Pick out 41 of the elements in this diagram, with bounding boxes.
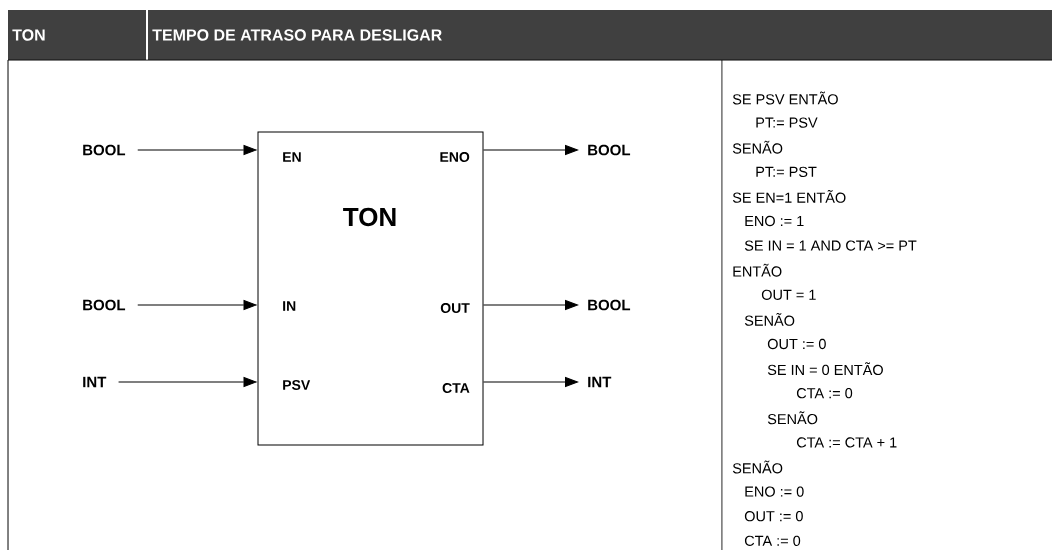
code-line: OUT := 0 <box>767 338 826 350</box>
code-line: SE IN = 0 ENTÃO <box>767 362 883 376</box>
pin-label: PSV <box>283 380 311 390</box>
pin-label: ENO <box>440 152 470 162</box>
code-line: SE EN=1 ENTÃO <box>732 189 846 203</box>
header-text: TEMPO DE ATRASO PARA DESLIGAR <box>152 29 442 41</box>
code-line: ENTÃO <box>733 263 782 277</box>
code-line: SE IN = 1 AND CTA >= PT <box>744 240 917 251</box>
header-text: TON <box>12 29 45 41</box>
code-line: SENÃO <box>767 411 818 425</box>
code-line: CTA := CTA + 1 <box>796 437 897 448</box>
pin-label: EN <box>283 152 301 162</box>
type-label: INT <box>588 376 612 388</box>
code-line: PT:= PSV <box>756 117 818 128</box>
code-line: SENÃO <box>732 460 783 474</box>
arrow <box>137 145 257 155</box>
code-line: CTA := 0 <box>744 535 801 546</box>
code-line: PT:= PST <box>756 166 817 177</box>
arrow <box>483 377 578 387</box>
arrow <box>483 145 578 155</box>
code-line: ENO := 0 <box>745 486 804 497</box>
pin-label: IN <box>283 301 296 311</box>
type-label: BOOL <box>588 299 631 311</box>
type-label: INT <box>83 376 107 388</box>
pin-label: OUT <box>440 303 470 313</box>
arrow <box>137 300 257 310</box>
code-line: CTA := 0 <box>796 388 853 399</box>
code-line: SENÃO <box>744 312 795 326</box>
type-label: BOOL <box>588 144 631 156</box>
type-label: BOOL <box>83 144 126 156</box>
type-label: BOOL <box>83 299 126 311</box>
arrow <box>483 300 578 310</box>
code-line: SENÃO <box>732 140 783 154</box>
arrow <box>118 377 257 387</box>
block-title: TON <box>343 207 396 227</box>
code-line: OUT = 1 <box>761 289 816 300</box>
pin-label: CTA <box>442 383 470 393</box>
code-line: SE PSV ENTÃO <box>732 91 838 105</box>
code-line: OUT := 0 <box>744 511 803 522</box>
code-line: ENO := 1 <box>745 215 804 227</box>
function-block <box>257 131 484 446</box>
